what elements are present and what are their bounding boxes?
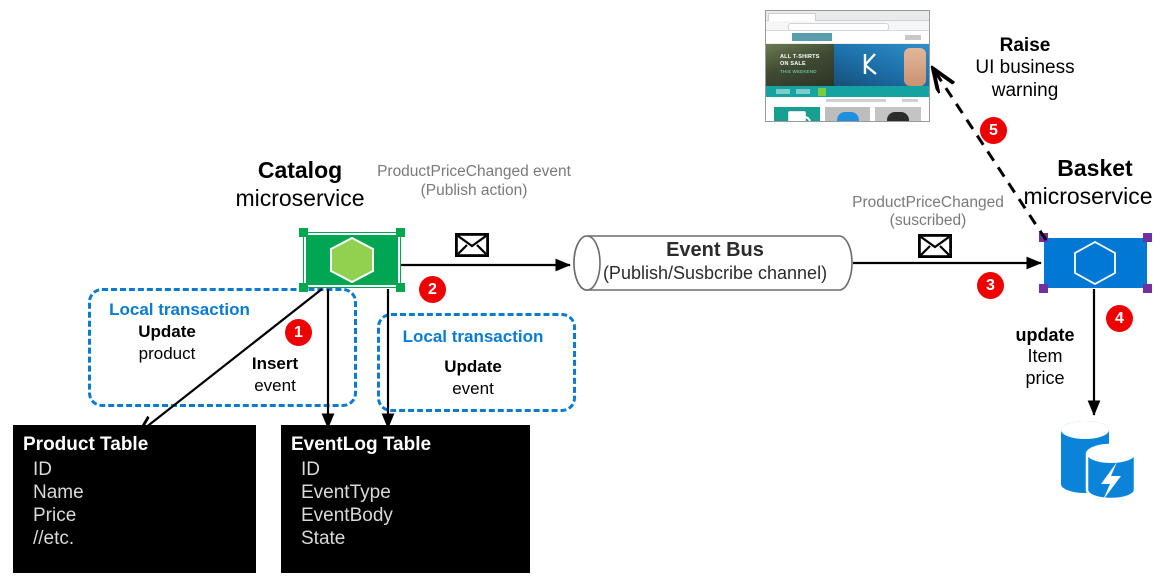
store-logo: [792, 33, 832, 41]
store-filter-bar[interactable]: [766, 86, 929, 97]
browser-addressbar[interactable]: [766, 21, 929, 31]
hero-left-scene: [766, 44, 841, 86]
web-store-screenshot[interactable]: ALL T-SHIRTS ON SALE THIS WEEKEND: [765, 10, 930, 122]
resize-handle[interactable]: [396, 228, 405, 237]
filter-apply-button[interactable]: [818, 87, 826, 96]
raise-warning-line3: warning: [991, 80, 1059, 101]
raise-warning-title: Raise: [999, 35, 1051, 56]
eventlog-table-column: EventBody: [301, 505, 393, 526]
step-badge-3: 3: [977, 272, 1004, 299]
hero-headline: ALL T-SHIRTS ON SALE THIS WEEKEND: [780, 54, 820, 75]
product-image: [875, 107, 922, 121]
black-hoodie-icon: [887, 112, 910, 121]
product-table[interactable]: Product Table ID Name Price //etc.: [13, 425, 256, 573]
product-table-column: ID: [33, 459, 52, 480]
product-card[interactable]: [875, 107, 922, 121]
product-grid-row-1: [766, 105, 929, 121]
transaction-1-header: Local transaction: [109, 300, 250, 319]
product-image: [824, 107, 871, 121]
subscribe-label-line1: ProductPriceChanged: [852, 194, 1004, 211]
product-card[interactable]: [774, 107, 820, 121]
basket-microservice-box[interactable]: [1039, 233, 1152, 293]
step-badge-1: 1: [285, 319, 312, 346]
product-table-column: //etc.: [33, 528, 75, 549]
step-badge-5: 5: [980, 117, 1007, 144]
mug-icon: [787, 111, 811, 121]
browser-url-field[interactable]: [788, 22, 889, 31]
results-next-link[interactable]: [902, 99, 918, 102]
resize-handle[interactable]: [299, 228, 308, 237]
resize-handle[interactable]: [396, 283, 405, 292]
event-bus-shape[interactable]: [573, 234, 853, 292]
hero-line-3: THIS WEEKEND: [780, 69, 817, 74]
step-badge-4: 4: [1106, 305, 1133, 332]
transaction-1-second-action: Insert: [251, 354, 299, 373]
browser-titlebar: [766, 11, 929, 21]
store-navbar: [766, 31, 929, 44]
hero-person-arm: [904, 48, 926, 86]
transaction-2-action: Update: [444, 357, 502, 376]
envelope-publish-icon: [455, 233, 489, 257]
event-bus-title: Event Bus: [666, 239, 764, 261]
basket-title: Basket: [1057, 155, 1133, 181]
blue-hoodie-icon: [836, 112, 859, 121]
browser-tab[interactable]: [768, 12, 816, 21]
product-table-column: Price: [33, 505, 77, 526]
eventlog-table-title: EventLog Table: [291, 434, 432, 455]
product-card[interactable]: [824, 107, 871, 121]
transaction-2-target: event: [452, 379, 494, 398]
basket-subtitle: microservice: [1023, 183, 1153, 209]
update-item-line2: Item: [1027, 346, 1063, 366]
subscribe-label-line2: (suscribed): [889, 212, 967, 229]
eventlog-table-column: EventType: [301, 482, 391, 503]
filter-brand[interactable]: [776, 89, 790, 94]
transaction-2-header: Local transaction: [402, 327, 544, 346]
basket-hexagon-icon: [1074, 240, 1116, 286]
azure-redis-cache-icon: [1053, 412, 1141, 512]
eventlog-table[interactable]: EventLog Table ID EventType EventBody St…: [281, 425, 530, 573]
hero-line-2: ON SALE: [780, 61, 806, 67]
step-badge-2: 2: [419, 276, 446, 303]
results-count: [826, 99, 886, 102]
product-image: [774, 107, 820, 121]
catalog-subtitle: microservice: [235, 185, 365, 211]
eventlog-table-column: State: [301, 528, 346, 549]
raise-warning-line2: UI business: [975, 57, 1075, 78]
transaction-1-second-target: event: [254, 376, 296, 395]
resize-handle[interactable]: [1143, 233, 1152, 242]
results-summary: [766, 97, 929, 105]
resize-handle[interactable]: [1039, 284, 1048, 293]
product-table-title: Product Table: [23, 434, 149, 455]
product-table-column: Name: [33, 482, 84, 503]
catalog-microservice-box[interactable]: [299, 228, 405, 292]
transaction-1-action: Update: [138, 322, 196, 341]
publish-label-line2: (Publish action): [420, 182, 528, 199]
catalog-hexagon-icon: [304, 233, 400, 287]
envelope-subscribe-icon: [918, 234, 952, 258]
store-hero-banner: ALL T-SHIRTS ON SALE THIS WEEKEND: [766, 44, 929, 86]
resize-handle[interactable]: [1039, 233, 1048, 242]
resize-handle[interactable]: [1143, 284, 1152, 293]
store-login-link[interactable]: [905, 34, 921, 40]
local-transaction-box-2: [377, 313, 576, 412]
cylinder-icon: [573, 235, 853, 291]
eventlog-table-column: ID: [301, 459, 320, 480]
event-bus-subtitle: (Publish/Susbcribe channel): [602, 263, 828, 283]
catalog-title: Catalog: [257, 157, 343, 183]
filter-type[interactable]: [796, 89, 810, 94]
update-item-title: update: [1015, 325, 1075, 345]
resize-handle[interactable]: [299, 283, 308, 292]
publish-label-line1: ProductPriceChanged event: [377, 163, 571, 180]
hero-line-1: ALL T-SHIRTS: [780, 54, 820, 60]
update-item-line3: price: [1025, 368, 1065, 388]
dotnet-logo-icon: [863, 53, 877, 75]
